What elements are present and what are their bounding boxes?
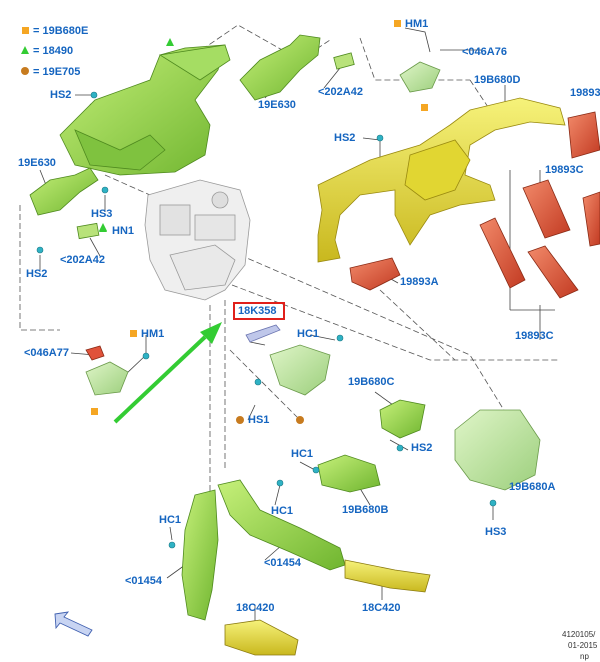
reference-date: 01-2015 (568, 641, 598, 650)
duct-18c420-left (224, 619, 299, 656)
hn1-triangle-icon (99, 224, 107, 232)
duct-19b680c (379, 399, 426, 439)
duct-19e630-left (29, 167, 100, 240)
heater-housing (144, 179, 251, 301)
label-19b680d: 19B680D (474, 74, 521, 86)
label-202a42-left: <202A42 (60, 254, 105, 266)
bracket-hm1-top (399, 61, 441, 93)
fasteners (36, 91, 497, 549)
label-19b680a: 19B680A (509, 481, 556, 493)
label-hs3-b: HS3 (485, 526, 507, 538)
green-arrow (113, 322, 222, 424)
label-19e630-top: 19E630 (258, 99, 296, 111)
legend-triangle-icon (21, 46, 29, 54)
highlight-box-18k358 (233, 302, 285, 320)
vent-19893a (349, 257, 401, 291)
legend-item-18490: = 18490 (33, 45, 74, 57)
vent-19893c-lower (479, 217, 579, 299)
label-hs2-a: HS2 (50, 89, 72, 101)
legend-square-icon (22, 27, 29, 34)
label-202a42-top: <202A42 (318, 86, 363, 98)
label-19893c-lower: 19893C (515, 330, 554, 342)
label-19b680b: 19B680B (342, 504, 389, 516)
label-19893c-upper: 19893C (545, 164, 584, 176)
label-01454-left: <01454 (125, 575, 163, 587)
label-hm1-top: HM1 (405, 18, 429, 30)
label-hs2-b: HS2 (334, 132, 356, 144)
outline-arrow (54, 611, 93, 637)
duct-18c420-right (344, 559, 431, 593)
label-01454-right: <01454 (264, 557, 302, 569)
floor-duct-01454-left (181, 489, 219, 621)
label-hs1: HS1 (248, 414, 270, 426)
vent-19893c-upper (522, 179, 600, 247)
legend-item-19e705: = 19E705 (33, 66, 81, 78)
label-hm1-mid: HM1 (141, 328, 165, 340)
legend-item-19b680e: = 19B680E (33, 25, 89, 37)
label-19e630-left: 19E630 (18, 157, 56, 169)
plenum-19b680e (59, 44, 231, 176)
label-18k358: 18K358 (238, 305, 277, 317)
leader-lines (19, 24, 560, 500)
label-046a76: <046A76 (462, 46, 507, 58)
bracket-046a77 (85, 345, 129, 396)
label-hc1-a: HC1 (297, 328, 320, 340)
hs1-circle-icon (236, 416, 244, 424)
duct-19b680d (317, 97, 566, 263)
duct-19e630-top (239, 34, 355, 101)
legend-circle-icon (21, 67, 29, 75)
hm1-top-square-icon (394, 20, 401, 27)
reference-suffix: np (580, 652, 589, 661)
duct-19b680b (317, 454, 381, 493)
label-hc1-c: HC1 (159, 514, 182, 526)
vent-19893-top (567, 111, 600, 159)
reference-code: 4120105/ (562, 630, 596, 639)
label-hs2-d: HS2 (411, 442, 433, 454)
label-19893-top: 19893 (570, 87, 600, 99)
duct-19b680a (454, 409, 541, 491)
hm1-mid-square-icon (130, 330, 137, 337)
label-19893a: 19893A (400, 276, 439, 288)
label-hc1-d: HC1 (271, 505, 294, 517)
label-046a77: <046A77 (24, 347, 69, 359)
part-18k358 (245, 324, 281, 343)
label-hn1: HN1 (112, 225, 135, 237)
label-hs3-a: HS3 (91, 208, 113, 220)
bracket-hc1-center (269, 344, 331, 396)
label-18c420-right: 18C420 (362, 602, 401, 614)
label-hc1-b: HC1 (291, 448, 314, 460)
label-19b680c: 19B680C (348, 376, 395, 388)
label-18c420-left: 18C420 (236, 602, 275, 614)
label-hs2-c: HS2 (26, 268, 48, 280)
